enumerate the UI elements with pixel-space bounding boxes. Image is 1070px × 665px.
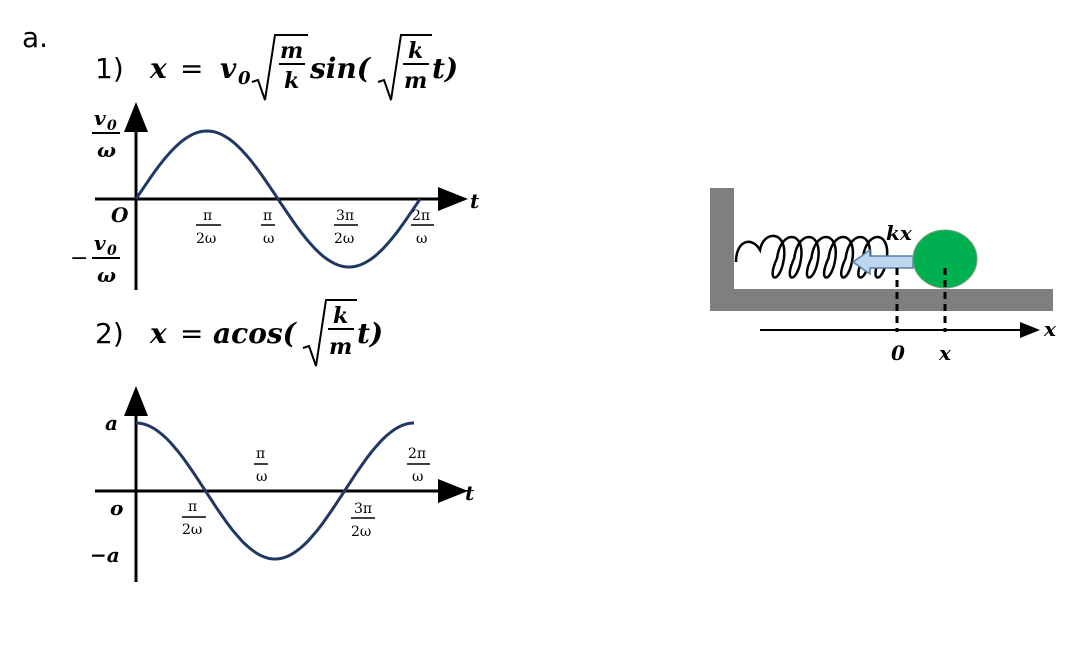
eq2-lhs: x — [149, 317, 167, 350]
eq1-frac2-num: k — [408, 38, 423, 64]
graph1-ybot-den: ω — [97, 263, 116, 287]
graph2-a-label: a — [105, 411, 118, 435]
graph2-tick-3: 3π 2ω — [351, 501, 375, 540]
graph2-cosine-curve — [135, 421, 415, 561]
graph1-ybot-sub: 0 — [107, 243, 117, 259]
wall — [710, 188, 734, 308]
eq1-frac1-den: k — [284, 68, 299, 94]
graph1-tick-2-num: π — [263, 208, 272, 224]
graph1-tick-3: 3π 2ω — [334, 208, 358, 247]
eq1-sqrt-1 — [251, 34, 308, 101]
position-label: x — [938, 341, 952, 365]
eq1-func: sin( — [309, 52, 372, 85]
graph1-sine-curve — [134, 129, 422, 269]
graph1-ytop-sub: 0 — [107, 118, 117, 134]
graph1-tick-1-den: 2ω — [196, 231, 216, 247]
floor — [710, 289, 1053, 311]
graph2-t-label: t — [465, 481, 475, 505]
graph1-origin: O — [111, 203, 129, 227]
graph1-ytop-den: ω — [97, 138, 116, 162]
graph-1: v 0 ω O − v 0 ω t π 2ω π ω 3π 2ω 2π — [70, 102, 480, 290]
graph1-tick-2-den: ω — [263, 231, 274, 247]
graph-2: a o −a t π 2ω π ω 3π 2ω 2π ω — [90, 386, 475, 582]
graph2-tick-1: π 2ω — [182, 499, 206, 538]
graph1-tick-3-den: 2ω — [334, 231, 354, 247]
graph2-tick-2-den: ω — [256, 469, 267, 485]
eq1-tail: t) — [432, 52, 458, 85]
graph2-tick-1-den: 2ω — [182, 522, 202, 538]
eq2-tail: t) — [357, 317, 383, 350]
eq2-number: 2) — [95, 317, 124, 350]
graph2-tick-4-num: 2π — [408, 446, 426, 462]
eq1-frac1-num: m — [280, 38, 303, 64]
graph1-ybot-num: v — [94, 231, 106, 255]
eq1-lhs: x — [149, 52, 167, 85]
graph2-origin: o — [110, 496, 123, 520]
eq2-sqrt — [302, 299, 357, 367]
graph2-tick-4: 2π ω — [407, 446, 430, 485]
eq1-sqrt-2 — [377, 34, 432, 101]
graph2-tick-4-den: ω — [412, 469, 423, 485]
equation-1: 1) x = v 0 m k sin( k m t) — [95, 34, 458, 101]
eq1-equals: = — [180, 52, 203, 85]
eq1-frac2-den: m — [404, 68, 427, 94]
graph1-ytop-num: v — [94, 106, 106, 130]
equation-2: 2) x = acos( k m t) — [95, 299, 383, 367]
graph1-tick-1-num: π — [203, 208, 212, 224]
spring — [734, 234, 897, 279]
graph1-t-label: t — [470, 189, 480, 213]
graph2-neg-a: −a — [90, 543, 120, 567]
eq2-func: acos( — [213, 317, 298, 350]
part-label: a. — [22, 21, 48, 54]
graph2-tick-3-den: 2ω — [351, 524, 371, 540]
graph2-tick-2-num: π — [256, 446, 265, 462]
graph1-tick-4: 2π ω — [411, 208, 434, 247]
graph1-tick-4-den: ω — [416, 231, 427, 247]
graph2-tick-3-num: 3π — [354, 501, 372, 517]
eq1-v0-sub: 0 — [238, 68, 251, 89]
eq2-equals: = — [180, 317, 203, 350]
force-label: kx — [886, 221, 913, 245]
spring-mass-diagram: kx x 0 x — [710, 188, 1057, 365]
graph1-tick-4-num: 2π — [412, 208, 430, 224]
x-axis-label: x — [1043, 317, 1057, 341]
graph1-tick-2: π ω — [261, 208, 275, 247]
eq2-frac-num: k — [333, 303, 348, 329]
graph1-tick-1: π 2ω — [196, 208, 221, 247]
zero-label: 0 — [891, 341, 905, 365]
eq2-frac-den: m — [329, 334, 352, 360]
eq1-v0: v — [220, 52, 237, 85]
graph2-tick-2: π ω — [254, 446, 268, 485]
eq1-number: 1) — [95, 52, 124, 85]
graph1-tick-3-num: 3π — [336, 208, 354, 224]
graph2-tick-1-num: π — [188, 499, 197, 515]
graph1-ybot-sign: − — [70, 246, 88, 271]
ball — [912, 229, 978, 289]
